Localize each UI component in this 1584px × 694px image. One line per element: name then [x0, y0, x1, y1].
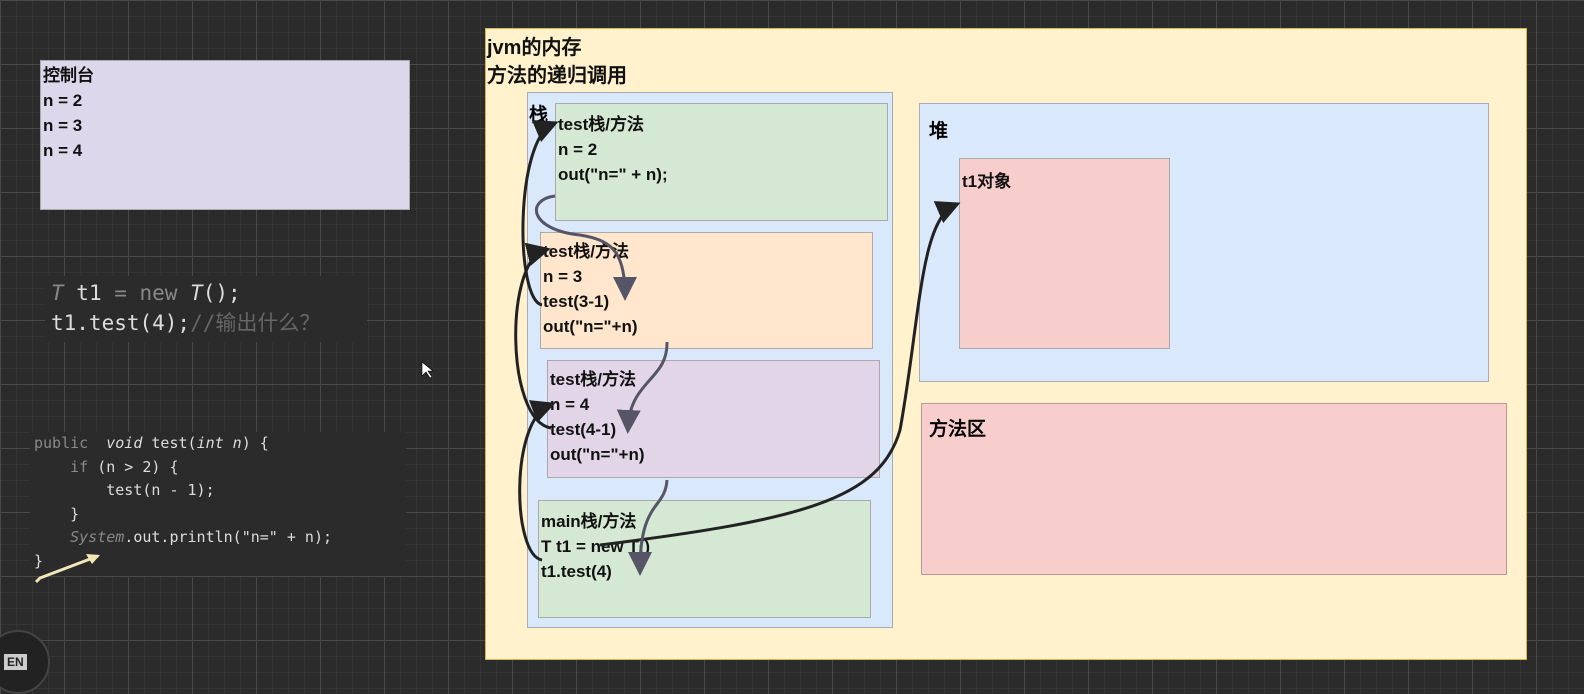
frame-line: main栈/方法	[541, 512, 637, 531]
object-label: t1对象	[962, 172, 1012, 191]
code-token: T	[51, 281, 64, 305]
code-token: ) {	[241, 434, 269, 452]
method-area	[921, 403, 1507, 575]
stack-frame-test-n3: test栈/方法 n = 3 test(3-1) out("n="+n)	[540, 232, 873, 349]
console-line: n = 3	[43, 116, 83, 135]
mouse-cursor-icon	[421, 361, 434, 379]
frame-line: test栈/方法	[550, 370, 636, 389]
stack-frame-main: main栈/方法 T t1 = new T() t1.test(4)	[538, 500, 871, 618]
frame-line: out("n="+n)	[550, 445, 645, 464]
title-line: jvm的内存	[487, 37, 582, 59]
code-token: .out.println("n=" + n);	[124, 528, 333, 546]
frame-line: T t1 = new T()	[541, 537, 651, 556]
code-line: }	[34, 551, 44, 570]
diagram-title: jvm的内存 方法的递归调用	[487, 34, 627, 90]
heap-label: 堆	[929, 121, 949, 142]
frame-line: test栈/方法	[543, 242, 629, 261]
code-token: int n	[196, 434, 242, 452]
code-token: t1	[63, 281, 115, 305]
frame-line: n = 2	[558, 140, 598, 159]
frame-line: n = 3	[543, 267, 583, 286]
code-token: = new	[114, 281, 191, 305]
frame-line: test(4-1)	[550, 420, 617, 439]
console-title: 控制台	[43, 66, 94, 85]
code-token: void	[106, 434, 152, 452]
code-token: T	[190, 281, 203, 305]
method-area-label: 方法区	[929, 419, 987, 440]
code-line: test(n - 1);	[34, 481, 215, 499]
code-token: public	[34, 434, 107, 452]
code-token: test(	[151, 434, 197, 452]
call-snippet: T t1 = new T(); t1.test(4);//输出什么？	[45, 276, 367, 342]
frame-line: n = 4	[550, 395, 590, 414]
method-code: public void test(int n) { if (n > 2) { t…	[30, 432, 406, 576]
console-line: n = 4	[43, 141, 83, 160]
code-token: (n > 2) {	[97, 457, 179, 476]
frame-line: test栈/方法	[558, 115, 644, 134]
title-line: 方法的递归调用	[487, 65, 627, 87]
frame-line: out("n=" + n);	[558, 165, 668, 184]
code-line: }	[34, 504, 80, 523]
console-line: n = 2	[43, 91, 83, 110]
code-token: ();	[202, 281, 241, 305]
ime-label: EN	[4, 654, 27, 670]
code-token: System	[34, 528, 125, 546]
code-token: t1.test(4);	[51, 311, 191, 335]
frame-line: t1.test(4)	[541, 562, 612, 581]
ime-indicator[interactable]: EN	[0, 630, 50, 694]
console-panel: 控制台 n = 2 n = 3 n = 4	[40, 60, 410, 210]
stack-frame-test-n2: test栈/方法 n = 2 out("n=" + n);	[555, 103, 888, 221]
frame-line: out("n="+n)	[543, 317, 638, 336]
code-token: if	[34, 457, 98, 476]
stack-frame-test-n4: test栈/方法 n = 4 test(4-1) out("n="+n)	[547, 360, 880, 478]
t1-object: t1对象	[959, 158, 1170, 349]
frame-line: test(3-1)	[543, 292, 610, 311]
code-comment: //输出什么？	[190, 311, 321, 335]
stack-label: 栈	[529, 105, 549, 126]
